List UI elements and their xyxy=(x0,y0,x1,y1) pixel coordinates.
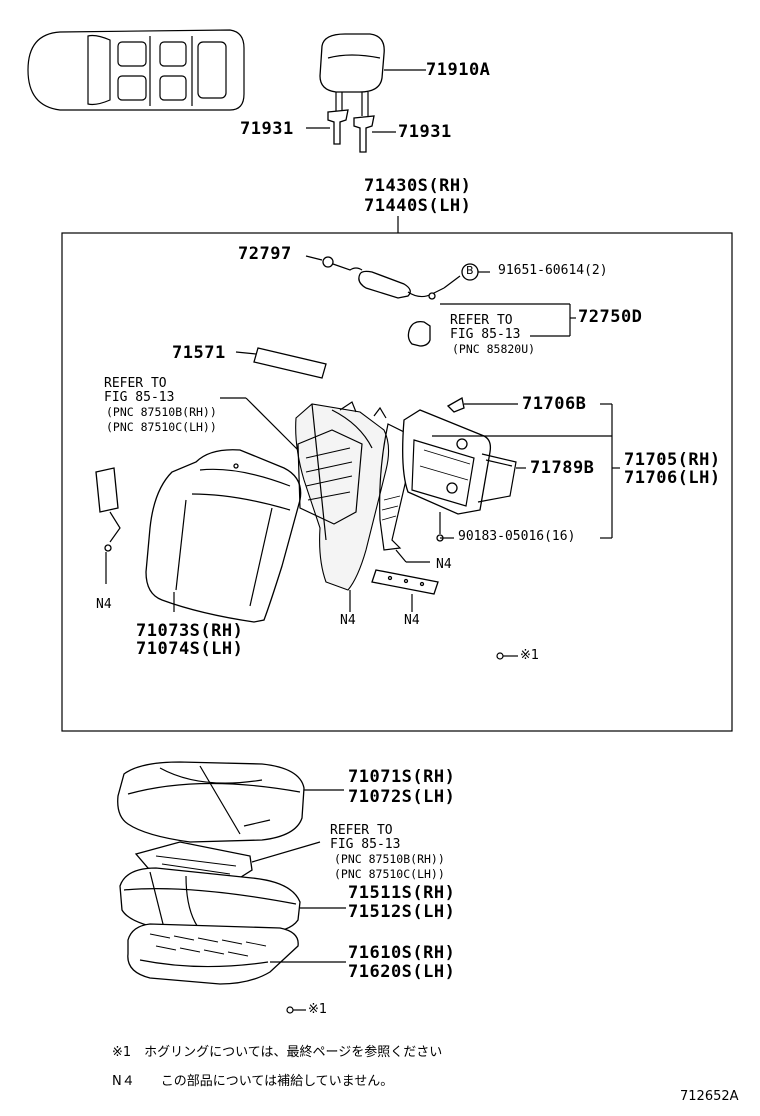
label-refer-cush-2: FIG 85-13 xyxy=(330,837,401,852)
lumbar-cable-drawing xyxy=(305,255,576,347)
label-refer-back-1: REFER TO xyxy=(104,376,167,391)
left-bracket-drawing xyxy=(95,467,121,584)
diagram-id: 712652A xyxy=(680,1089,739,1104)
label-board-71789b: 71789B xyxy=(530,458,595,478)
footnote-n4: N４ この部品については補給していません。 xyxy=(112,1074,394,1089)
label-screw: 90183-05016(16) xyxy=(458,529,576,544)
footnote-hog-ring: ※1 ホグリングについては、最終ページを参照ください xyxy=(112,1045,443,1060)
label-support-right: 71931 xyxy=(398,122,452,142)
cushion-pad-drawing xyxy=(119,867,346,935)
label-cushion-frame-lh: 71620S(LH) xyxy=(348,962,456,982)
label-refer-top-3: (PNC 85820U) xyxy=(452,342,536,356)
pad-71571-drawing xyxy=(235,347,327,379)
label-refer-cush-3: (PNC 87510B(RH)) xyxy=(334,852,445,866)
label-headrest: 71910A xyxy=(426,60,491,80)
label-refer-back-4: (PNC 87510C(LH)) xyxy=(106,420,217,434)
label-cushion-cover-lh: 71072S(LH) xyxy=(348,787,456,807)
label-cushion-pad-rh: 71511S(RH) xyxy=(348,883,456,903)
label-refer-back-2: FIG 85-13 xyxy=(104,390,175,405)
car-locator-icon xyxy=(27,29,245,111)
seat-back-board-drawing xyxy=(402,396,620,542)
seat-back-assembly-box xyxy=(61,232,733,732)
label-hook-71706b: 71706B xyxy=(522,394,587,414)
label-n4-c: N4 xyxy=(340,613,356,628)
label-n4-d: N4 xyxy=(404,613,420,628)
label-lumbar-ref: 72750D xyxy=(578,307,643,327)
label-hog-ring-back: ※1 xyxy=(520,648,540,663)
label-clip: 72797 xyxy=(238,244,292,264)
label-frame-rh: 71705(RH) xyxy=(624,450,721,470)
seat-back-cover-drawing xyxy=(145,449,302,623)
label-pad-71571: 71571 xyxy=(172,343,226,363)
headrest-drawing xyxy=(306,33,426,153)
label-cushion-cover-rh: 71071S(RH) xyxy=(348,767,456,787)
label-refer-cush-1: REFER TO xyxy=(330,823,393,838)
label-support-left: 71931 xyxy=(240,119,294,139)
label-n4-b: N4 xyxy=(96,597,112,612)
label-hog-ring-cushion: ※1 xyxy=(308,1002,328,1017)
label-n4-a: N4 xyxy=(436,557,452,572)
label-refer-back-3: (PNC 87510B(RH)) xyxy=(106,405,217,419)
label-cushion-pad-lh: 71512S(LH) xyxy=(348,902,456,922)
label-bolt-marker: B xyxy=(466,264,474,277)
label-bolt-b: 91651-60614(2) xyxy=(498,263,608,278)
hog-ring-symbol-back xyxy=(496,652,518,660)
seat-back-pad-drawing xyxy=(295,401,390,591)
label-refer-top-1: REFER TO xyxy=(450,313,513,328)
cushion-frame-drawing xyxy=(127,923,346,985)
label-refer-top-2: FIG 85-13 xyxy=(450,327,521,342)
cushion-cover-drawing xyxy=(117,761,344,843)
label-cushion-frame-rh: 71610S(RH) xyxy=(348,943,456,963)
label-back-cover-lh: 71074S(LH) xyxy=(136,639,244,659)
label-refer-cush-4: (PNC 87510C(LH)) xyxy=(334,867,445,881)
hog-ring-symbol-cushion xyxy=(286,1006,306,1014)
label-frame-lh: 71706(LH) xyxy=(624,468,721,488)
label-back-assy-lh: 71440S(LH) xyxy=(364,196,472,216)
label-back-assy-rh: 71430S(RH) xyxy=(364,176,472,196)
label-back-cover-rh: 71073S(RH) xyxy=(136,621,244,641)
